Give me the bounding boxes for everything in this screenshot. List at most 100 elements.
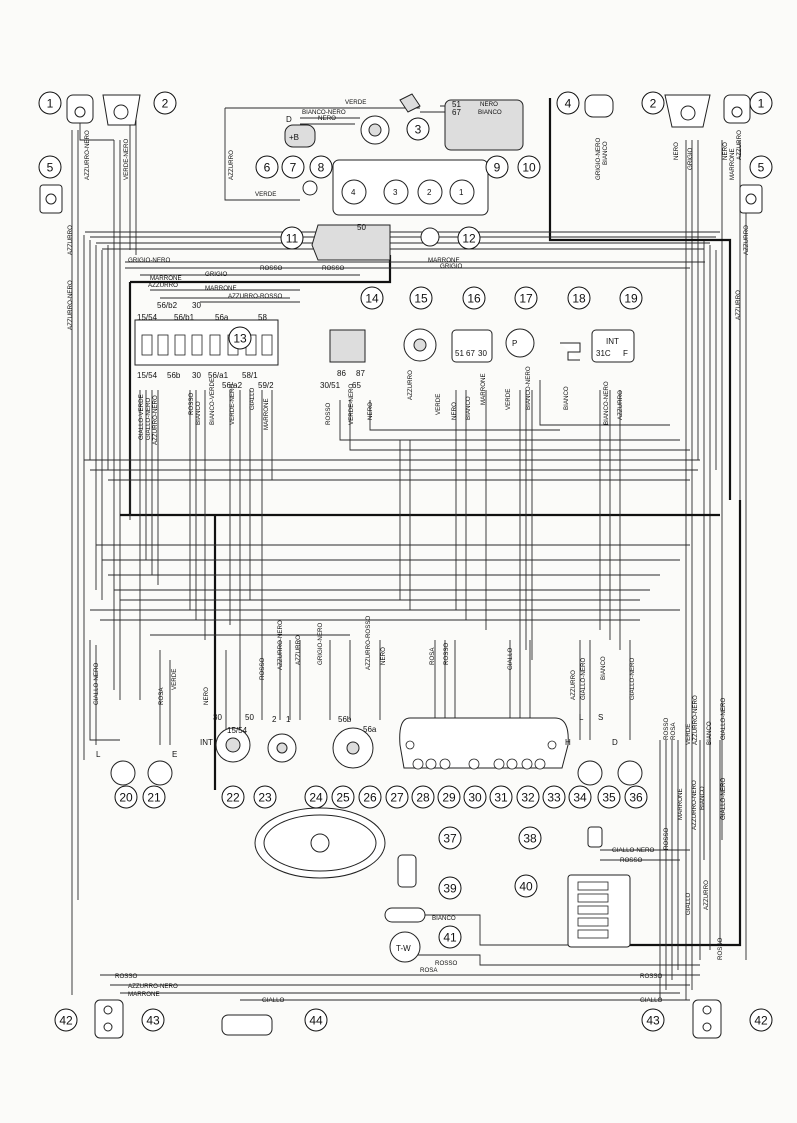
combination-switch <box>332 727 374 769</box>
oil-pressure-switch <box>399 93 421 113</box>
terminal-label: D <box>612 738 618 747</box>
wire-label: NERO <box>380 647 387 665</box>
stop-lamp <box>384 907 426 923</box>
licence-plate-lamp <box>221 1014 273 1036</box>
callout-number: 42 <box>754 1014 768 1028</box>
wire-label: AZZURRO <box>735 290 742 320</box>
wire-label: VERDE <box>345 99 366 106</box>
wire-label: GIALLO-NERO <box>629 658 636 700</box>
wire-label: AZZURRO <box>295 635 302 665</box>
callout-circle <box>438 925 462 949</box>
headlamp-right <box>664 94 711 128</box>
terminal-label: 58/1 <box>242 371 258 380</box>
callout-circle <box>253 785 277 809</box>
callout-number: 4 <box>565 97 572 111</box>
wire-label: BIANCO <box>465 396 472 420</box>
terminal-label: 30 <box>478 349 487 358</box>
wire-label: AZZURRO-NERO <box>692 695 699 745</box>
callout-number: 32 <box>521 791 535 805</box>
wire-label: NERO <box>367 402 374 420</box>
callout-number: 13 <box>233 332 247 346</box>
wire-label: ROSSO <box>325 402 332 425</box>
wire-label: GIALLO-NERO <box>720 778 727 820</box>
terminal-label: INT <box>606 337 619 346</box>
wire-label: GRIGIO <box>205 271 228 278</box>
callout-circle <box>438 826 462 850</box>
callout-circle <box>360 286 384 310</box>
callout-number: 9 <box>494 161 501 175</box>
wire-label: NERO <box>673 142 680 160</box>
callout-number: 19 <box>624 292 638 306</box>
wire-label: MARRONE <box>677 788 684 820</box>
callout-circle <box>331 785 355 809</box>
fuse-box <box>134 319 279 366</box>
wire-label: ROSSO <box>663 827 670 850</box>
wire-label: AZZURRO-NERO <box>691 780 698 830</box>
terminal-label: 56/a2 <box>222 381 243 390</box>
steering-wheel <box>254 807 386 879</box>
callout-number: 42 <box>59 1014 73 1028</box>
wire-label: AZZURRO <box>67 225 74 255</box>
callout-circle <box>485 155 509 179</box>
callout-circle <box>437 785 461 809</box>
spark-plugs <box>332 159 489 216</box>
ignition-coil <box>284 124 316 148</box>
callout-number: 26 <box>363 791 377 805</box>
direction-indicator-right <box>739 184 763 214</box>
callout-number: 5 <box>47 161 54 175</box>
wire-label: NERO <box>480 101 498 108</box>
voltage-regulator <box>451 329 493 363</box>
wire-label: AZZURRO-NERO <box>67 280 74 330</box>
wire-label: BIANCO-NERO <box>603 381 610 425</box>
wire-label: ROSA <box>420 967 438 974</box>
callout-circle <box>142 785 166 809</box>
callout-number: 18 <box>572 292 586 306</box>
wire-label: ROSSO <box>188 392 195 415</box>
terminal-label: 86 <box>337 369 346 378</box>
front-side-lamp-right <box>723 94 751 124</box>
callout-number: 30 <box>468 791 482 805</box>
wire-label: ROSSO <box>115 973 138 980</box>
wire-label: BIANCO <box>699 786 706 810</box>
wire-label: GRIGIO <box>687 147 694 170</box>
wire-label: AZZURRO-NERO <box>152 395 159 445</box>
callout-circle <box>406 117 430 141</box>
callout-number: 20 <box>119 791 133 805</box>
components <box>39 93 763 1039</box>
callout-number: 31 <box>494 791 508 805</box>
terminal-labels: 15/54 56/b2 30 56/b1 56a 58 15/54 56b 30… <box>96 100 628 953</box>
wire-label: AZZURRO <box>570 670 577 700</box>
callout-circle <box>38 155 62 179</box>
wire-label: GRIGIO <box>440 263 463 270</box>
callout-number: 14 <box>365 292 379 306</box>
wire-label: NERO <box>722 142 729 160</box>
callout-number: 28 <box>416 791 430 805</box>
callout-circle <box>516 785 540 809</box>
horn-left <box>39 184 63 214</box>
wire-label: ROSSO <box>435 960 458 967</box>
wire-label: GIALLO-NERO <box>93 663 100 705</box>
callout-circle <box>221 785 245 809</box>
wire-label: GIALLO <box>685 892 692 915</box>
callout-number: 1 <box>47 97 54 111</box>
wire-label: GIALLO-NERO <box>580 658 587 700</box>
terminal-label: 2 <box>272 715 277 724</box>
terminal-label: 56a <box>363 725 377 734</box>
wire-label: GRIGIO-NERO <box>317 623 324 665</box>
wire-label: GIALLO <box>249 387 256 410</box>
terminal-label: 30/51 <box>320 381 341 390</box>
terminal-label: L <box>579 713 584 722</box>
wire-label: AZZURRO <box>148 282 178 289</box>
wire-label: VERDE <box>255 191 276 198</box>
callout-circle <box>411 785 435 809</box>
callout-circle <box>749 91 773 115</box>
wire-label: ROSSO <box>717 937 724 960</box>
wire-label: BIANCO <box>706 721 713 745</box>
callout-number: 36 <box>629 791 643 805</box>
callout-circle <box>114 785 138 809</box>
callout-number: 6 <box>264 161 271 175</box>
terminal-label: F <box>623 349 628 358</box>
callout-circle <box>457 226 481 250</box>
callout-circle <box>280 226 304 250</box>
terminal-label: P <box>512 339 517 348</box>
